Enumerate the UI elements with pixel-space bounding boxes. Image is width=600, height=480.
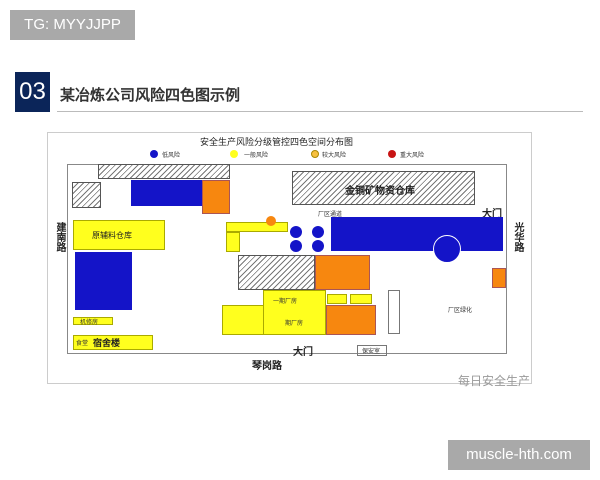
low-risk-zone xyxy=(131,180,202,206)
section-number: 03 xyxy=(15,72,50,112)
raw-warehouse-label: 原辅料仓库 xyxy=(92,231,132,240)
legend-low: 低风险 xyxy=(162,152,181,159)
large-risk-point xyxy=(266,216,276,226)
general-risk-zone xyxy=(73,220,165,250)
dormitory-zone xyxy=(73,335,153,350)
road-east-label: 光华路 xyxy=(512,222,523,252)
section-title: 某冶炼公司风险四色图示例 xyxy=(60,86,241,104)
legend-major: 重大风险 xyxy=(400,152,425,159)
plant-boundary xyxy=(67,164,507,354)
map-title: 安全生产风险分级管控四色空间分布图 xyxy=(200,138,354,148)
site-badge: muscle-hth.com xyxy=(448,440,590,470)
general-risk-zone xyxy=(226,232,240,252)
low-risk-point xyxy=(290,226,302,238)
tag-badge: TG: MYYJJPP xyxy=(10,10,135,40)
repair-room-zone xyxy=(73,317,113,325)
general-risk-zone xyxy=(350,294,372,304)
low-risk-point xyxy=(312,240,324,252)
green-label: 厂区绿化 xyxy=(448,307,473,314)
warehouse-label: 金铜矿物资仓库 xyxy=(345,186,415,197)
low-risk-point xyxy=(433,235,461,263)
warehouse-zone xyxy=(292,171,475,205)
hatched-area xyxy=(98,164,230,179)
road-west-label: 建南路 xyxy=(54,222,65,252)
legend-general: 一般风险 xyxy=(244,152,269,159)
low-risk-point xyxy=(290,240,302,252)
low-risk-zone xyxy=(75,252,132,310)
road-south-label: 琴岗路 xyxy=(252,361,282,372)
low-risk-zone xyxy=(331,217,503,251)
low-risk-point xyxy=(312,226,324,238)
legend-low-icon xyxy=(150,150,158,158)
dormitory-label: 宿舍楼 xyxy=(93,339,121,349)
workshop-2-label: 期厂房 xyxy=(285,320,304,327)
large-risk-zone xyxy=(315,255,370,290)
hatched-area xyxy=(72,182,101,208)
guard-room-zone xyxy=(357,345,387,356)
legend-general-icon xyxy=(230,150,238,158)
general-risk-zone xyxy=(226,222,288,232)
legend-major-icon xyxy=(388,150,396,158)
guard-room-label: 保安室 xyxy=(362,348,381,355)
hatched-area xyxy=(238,255,315,290)
large-risk-zone xyxy=(326,305,376,335)
canteen-label: 食堂 xyxy=(76,340,89,347)
repair-room-label: 机修房 xyxy=(80,319,99,326)
general-risk-zone xyxy=(327,294,347,304)
east-gate-label: 大门 xyxy=(482,209,502,220)
large-risk-zone xyxy=(202,180,230,214)
legend-large: 较大风险 xyxy=(322,152,347,159)
general-risk-zone xyxy=(222,305,264,335)
title-divider xyxy=(57,111,583,112)
passage-label: 厂区通道 xyxy=(318,211,343,218)
south-gate-label: 大门 xyxy=(293,347,313,358)
workshop-1-label: 一期厂房 xyxy=(273,298,298,305)
watermark: 每日安全生产 xyxy=(458,374,531,388)
legend-large-icon xyxy=(311,150,319,158)
large-risk-zone xyxy=(492,268,506,288)
green-strip xyxy=(388,290,400,334)
